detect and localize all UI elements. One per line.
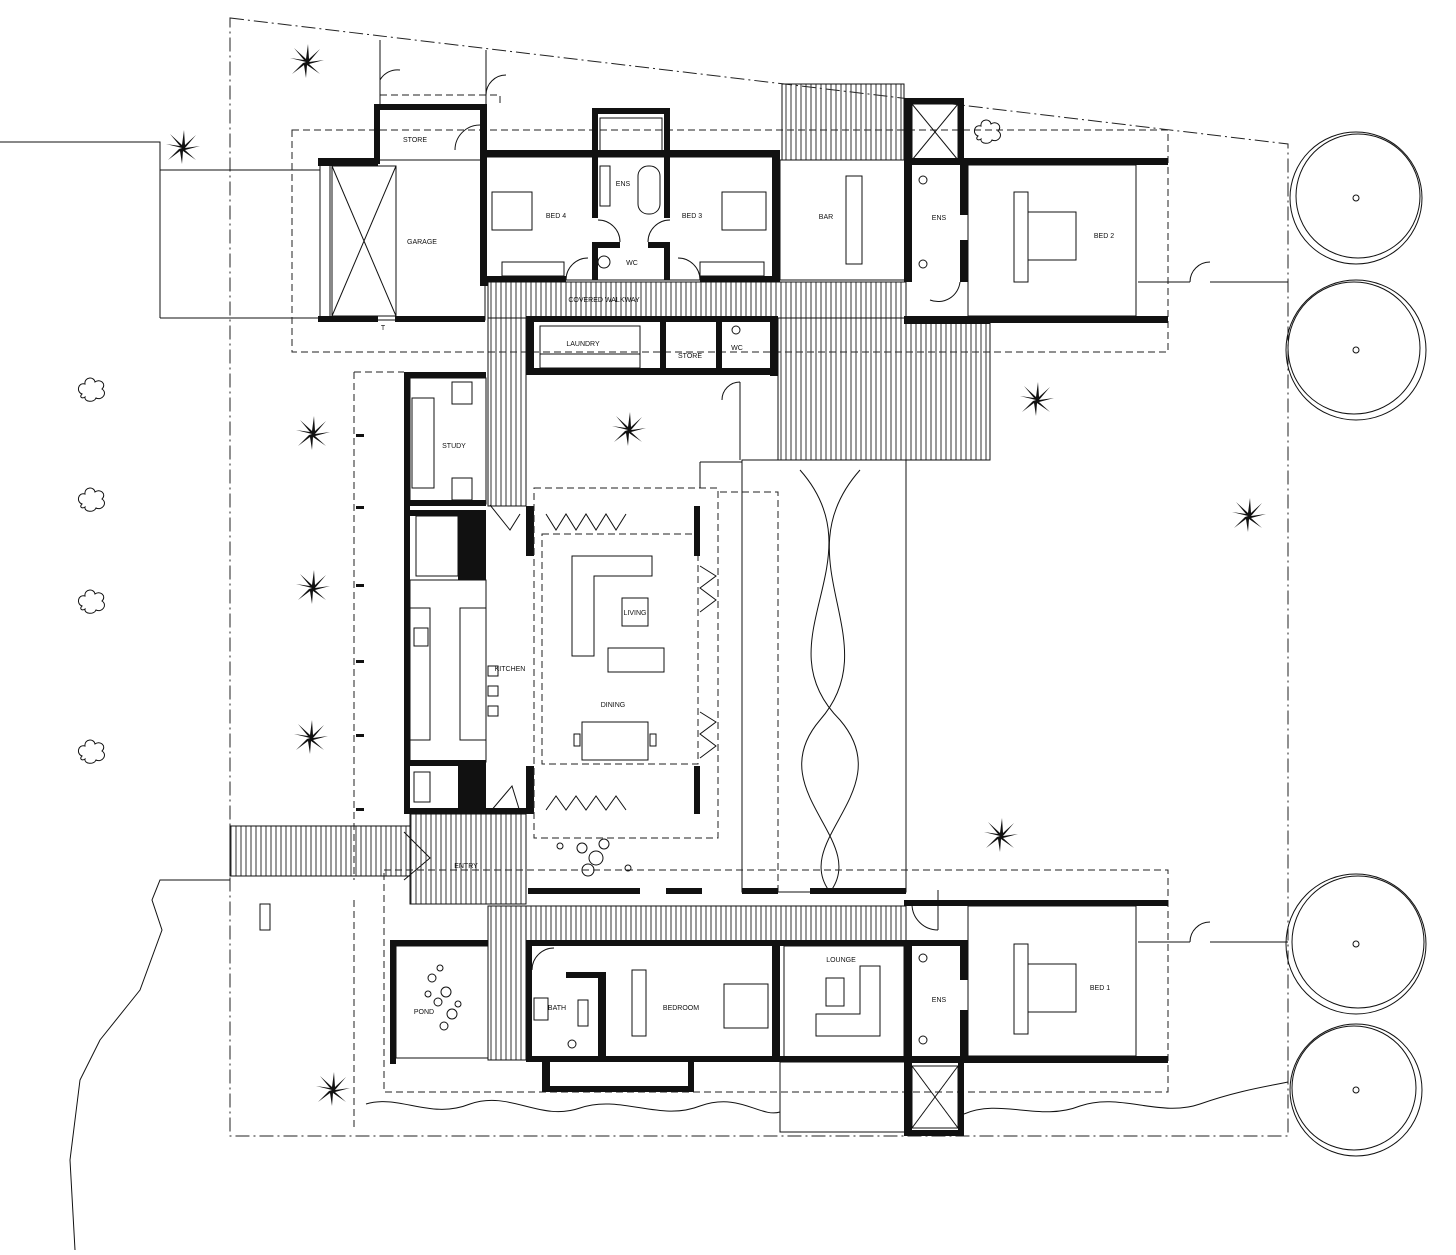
kitchen-island bbox=[459, 607, 487, 741]
label-bath: BATH bbox=[548, 1005, 566, 1012]
palm-icon bbox=[316, 1072, 350, 1106]
bed-bedroom bbox=[723, 983, 769, 1029]
pond-pebbles bbox=[424, 964, 462, 1031]
site-boundary bbox=[229, 17, 1289, 1137]
label-living: LIVING bbox=[624, 610, 647, 617]
palm-icon bbox=[984, 818, 1018, 852]
coffee-table bbox=[621, 597, 649, 627]
sofa bbox=[607, 647, 665, 673]
roof-outline-top bbox=[291, 129, 1169, 353]
shrub-icon bbox=[77, 377, 105, 402]
label-study: STUDY bbox=[442, 443, 466, 450]
palm-icon bbox=[1020, 382, 1054, 416]
sofa-l bbox=[571, 555, 653, 657]
label-covered-walkway: COVERED WALKWAY bbox=[568, 297, 640, 304]
shrub-icon bbox=[973, 119, 1001, 144]
pool bbox=[741, 459, 907, 893]
palm-icon bbox=[296, 416, 330, 450]
garage-room bbox=[319, 159, 486, 321]
bathtub bbox=[637, 165, 661, 215]
tree-canopy-icon bbox=[1289, 131, 1423, 265]
label-bed2: BED 2 bbox=[1094, 233, 1114, 240]
label-ens-bed2: ENS bbox=[932, 215, 947, 222]
label-kitchen: KITCHEN bbox=[495, 666, 526, 673]
deck-top bbox=[781, 83, 905, 161]
shrub-icon bbox=[77, 739, 105, 764]
label-t: T bbox=[381, 325, 386, 332]
tree-canopy-icon bbox=[1289, 1023, 1423, 1157]
label-bed4: BED 4 bbox=[546, 213, 566, 220]
road-edge bbox=[0, 141, 320, 1251]
tree-canopy-icon bbox=[1285, 279, 1427, 421]
palm-icon bbox=[166, 130, 200, 164]
label-wc-top: WC bbox=[626, 260, 638, 267]
label-store2: STORE bbox=[678, 353, 702, 360]
palm-icon bbox=[296, 570, 330, 604]
garden-edge bbox=[365, 1081, 1289, 1115]
label-entry: ENTRY bbox=[454, 863, 478, 870]
dining-table bbox=[581, 721, 649, 761]
label-wc2: WC bbox=[731, 345, 743, 352]
entry-deck bbox=[409, 813, 527, 905]
south-walkway bbox=[525, 905, 907, 943]
tree-canopy-icon bbox=[1285, 873, 1427, 1015]
lounge-sofa bbox=[815, 965, 881, 1037]
label-bedroom: BEDROOM bbox=[663, 1005, 699, 1012]
label-dining: DINING bbox=[601, 702, 626, 709]
verandah-posts bbox=[356, 434, 364, 811]
lounge-table bbox=[825, 977, 845, 1007]
bed-1 bbox=[1027, 963, 1077, 1013]
palm-icon bbox=[612, 412, 646, 446]
label-laundry: LAUNDRY bbox=[566, 341, 600, 348]
deck-east bbox=[777, 317, 991, 461]
label-pond: POND bbox=[414, 1009, 434, 1016]
label-store: STORE bbox=[403, 137, 427, 144]
palm-icon bbox=[290, 44, 324, 78]
bar-counter bbox=[845, 175, 863, 265]
label-bed1: BED 1 bbox=[1090, 985, 1110, 992]
label-ens-bed1: ENS bbox=[932, 997, 947, 1004]
bar-room bbox=[779, 159, 907, 281]
shrub-icon bbox=[77, 589, 105, 614]
palm-icon bbox=[294, 720, 328, 754]
label-bed3: BED 3 bbox=[682, 213, 702, 220]
cooktop bbox=[413, 627, 429, 647]
label-ens-top: ENS bbox=[616, 181, 631, 188]
label-lounge: LOUNGE bbox=[826, 957, 856, 964]
label-garage: GARAGE bbox=[407, 239, 437, 246]
bed-2 bbox=[1027, 211, 1077, 261]
label-bar: BAR bbox=[819, 214, 833, 221]
roof-outline-bottom bbox=[383, 869, 1169, 1093]
entry-boardwalk bbox=[229, 825, 411, 877]
garage-door bbox=[331, 165, 397, 317]
shrub-icon bbox=[77, 487, 105, 512]
covered-walkway bbox=[487, 281, 907, 319]
palm-icon bbox=[1232, 498, 1266, 532]
